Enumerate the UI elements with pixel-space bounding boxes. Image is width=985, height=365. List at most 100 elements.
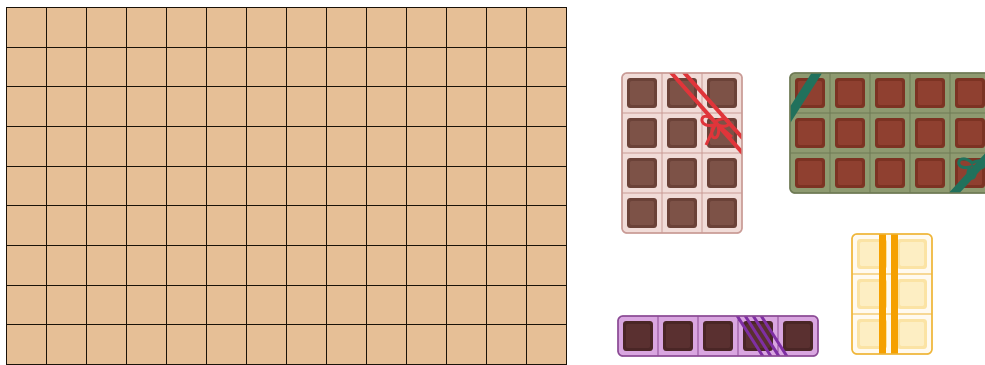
board-cell[interactable]: [327, 325, 367, 365]
board-cell[interactable]: [407, 167, 447, 207]
board-cell[interactable]: [287, 127, 327, 167]
board-cell[interactable]: [447, 246, 487, 286]
board-cell[interactable]: [87, 325, 127, 365]
board-cell[interactable]: [47, 8, 87, 48]
board-cell[interactable]: [167, 325, 207, 365]
board-cell[interactable]: [7, 206, 47, 246]
board-cell[interactable]: [367, 87, 407, 127]
board-cell[interactable]: [447, 127, 487, 167]
board-cell[interactable]: [487, 8, 527, 48]
board-cell[interactable]: [247, 206, 287, 246]
board-cell[interactable]: [167, 8, 207, 48]
board-cell[interactable]: [447, 87, 487, 127]
board-cell[interactable]: [167, 286, 207, 326]
board-cell[interactable]: [367, 127, 407, 167]
board-cell[interactable]: [127, 87, 167, 127]
board-cell[interactable]: [527, 286, 567, 326]
board-cell[interactable]: [407, 127, 447, 167]
board-cell[interactable]: [327, 206, 367, 246]
board-cell[interactable]: [207, 87, 247, 127]
board-cell[interactable]: [407, 246, 447, 286]
board-cell[interactable]: [47, 48, 87, 88]
board-cell[interactable]: [447, 167, 487, 207]
board-cell[interactable]: [367, 167, 407, 207]
board-cell[interactable]: [487, 246, 527, 286]
board-cell[interactable]: [127, 167, 167, 207]
board-cell[interactable]: [127, 48, 167, 88]
board-cell[interactable]: [327, 87, 367, 127]
board-cell[interactable]: [287, 167, 327, 207]
board-cell[interactable]: [487, 325, 527, 365]
board-cell[interactable]: [327, 48, 367, 88]
board-cell[interactable]: [247, 325, 287, 365]
board-cell[interactable]: [47, 246, 87, 286]
board-cell[interactable]: [7, 127, 47, 167]
board-cell[interactable]: [207, 206, 247, 246]
chocolate-bar-milk-red-ribbon[interactable]: [621, 72, 743, 234]
board-cell[interactable]: [87, 48, 127, 88]
board-cell[interactable]: [87, 127, 127, 167]
board-cell[interactable]: [447, 325, 487, 365]
board-cell[interactable]: [167, 206, 207, 246]
board-cell[interactable]: [527, 48, 567, 88]
board-cell[interactable]: [47, 206, 87, 246]
board-cell[interactable]: [127, 325, 167, 365]
board-cell[interactable]: [247, 167, 287, 207]
board-cell[interactable]: [87, 8, 127, 48]
board-cell[interactable]: [87, 246, 127, 286]
board-cell[interactable]: [287, 48, 327, 88]
board-cell[interactable]: [127, 206, 167, 246]
board-cell[interactable]: [127, 246, 167, 286]
board-cell[interactable]: [167, 167, 207, 207]
board-cell[interactable]: [327, 127, 367, 167]
board-cell[interactable]: [367, 8, 407, 48]
board-cell[interactable]: [447, 8, 487, 48]
board-cell[interactable]: [287, 325, 327, 365]
chocolate-bar-white-orange-ribbon[interactable]: [851, 233, 933, 355]
board-cell[interactable]: [287, 246, 327, 286]
board-cell[interactable]: [287, 8, 327, 48]
board-cell[interactable]: [7, 48, 47, 88]
board-cell[interactable]: [487, 48, 527, 88]
board-cell[interactable]: [447, 206, 487, 246]
board-cell[interactable]: [487, 206, 527, 246]
board-cell[interactable]: [447, 286, 487, 326]
board-cell[interactable]: [247, 246, 287, 286]
board-cell[interactable]: [207, 167, 247, 207]
board-cell[interactable]: [167, 87, 207, 127]
board-cell[interactable]: [247, 87, 287, 127]
board-cell[interactable]: [487, 167, 527, 207]
board-cell[interactable]: [367, 246, 407, 286]
board-cell[interactable]: [287, 286, 327, 326]
board-cell[interactable]: [167, 48, 207, 88]
board-cell[interactable]: [207, 246, 247, 286]
board-cell[interactable]: [367, 206, 407, 246]
board-cell[interactable]: [527, 246, 567, 286]
board-cell[interactable]: [407, 206, 447, 246]
board-cell[interactable]: [527, 325, 567, 365]
board-cell[interactable]: [207, 48, 247, 88]
board-cell[interactable]: [287, 87, 327, 127]
board-cell[interactable]: [487, 286, 527, 326]
board-cell[interactable]: [407, 8, 447, 48]
board-cell[interactable]: [167, 127, 207, 167]
board-cell[interactable]: [327, 167, 367, 207]
board-cell[interactable]: [7, 325, 47, 365]
chocolate-bar-green-ribbon[interactable]: [789, 72, 985, 194]
board-cell[interactable]: [527, 206, 567, 246]
board-cell[interactable]: [87, 87, 127, 127]
board-cell[interactable]: [327, 246, 367, 286]
board-cell[interactable]: [447, 48, 487, 88]
board-cell[interactable]: [407, 325, 447, 365]
board-cell[interactable]: [487, 127, 527, 167]
board-cell[interactable]: [7, 87, 47, 127]
board-cell[interactable]: [367, 48, 407, 88]
board-cell[interactable]: [47, 127, 87, 167]
board-cell[interactable]: [47, 325, 87, 365]
board-cell[interactable]: [527, 127, 567, 167]
board-cell[interactable]: [247, 127, 287, 167]
board-cell[interactable]: [127, 8, 167, 48]
board-cell[interactable]: [7, 286, 47, 326]
board-cell[interactable]: [247, 48, 287, 88]
board-cell[interactable]: [47, 87, 87, 127]
